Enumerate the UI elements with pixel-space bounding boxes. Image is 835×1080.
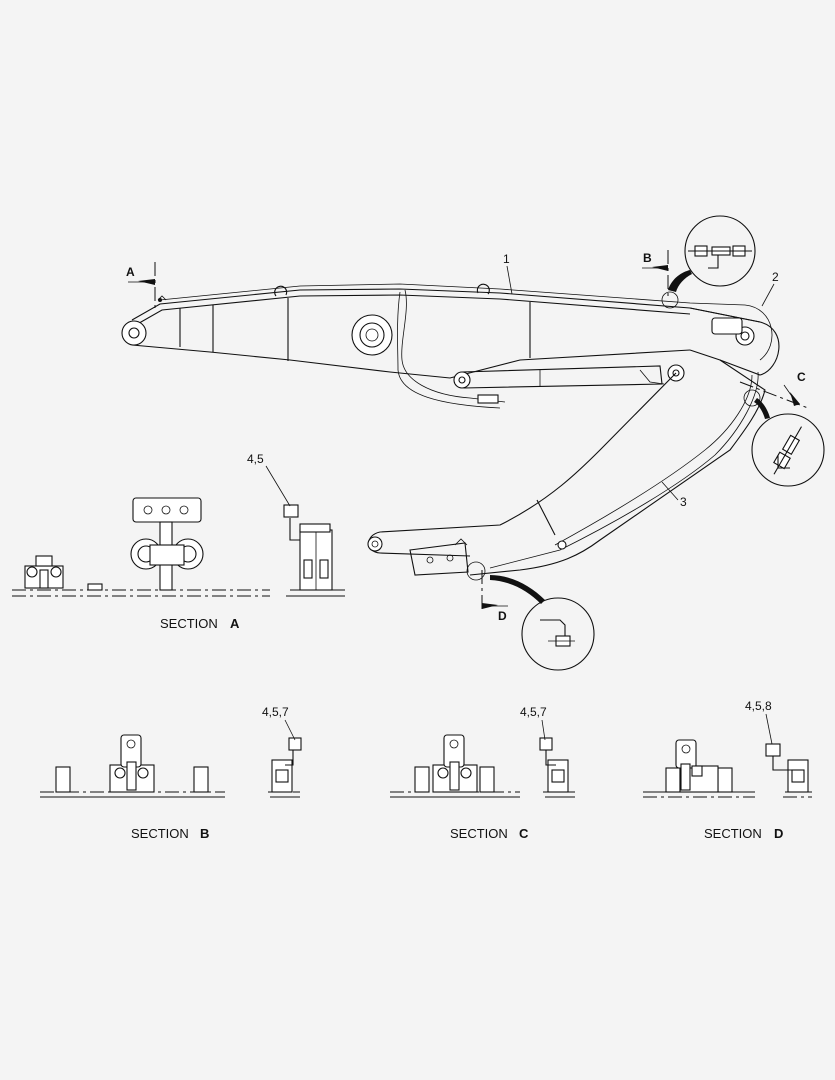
cut-label-d: D <box>498 609 507 623</box>
section-a-callout: 4,5 <box>247 452 264 466</box>
cut-marker-d: D <box>481 570 508 623</box>
section-d-letter: D <box>774 826 783 841</box>
section-c-callout: 4,5,7 <box>520 705 547 719</box>
cut-label-a: A <box>126 265 135 279</box>
callout-3: 3 <box>680 495 687 509</box>
section-d: 4,5,8 SECTION D <box>643 699 812 841</box>
cut-marker-b: B <box>642 250 669 300</box>
cut-label-c: C <box>797 370 806 384</box>
section-d-word: SECTION <box>704 826 762 841</box>
cut-marker-c: C <box>739 370 809 409</box>
section-b-word: SECTION <box>131 826 189 841</box>
section-c: 4,5,7 SECTION C <box>390 705 575 841</box>
section-b: 4,5,7 SECTION B <box>40 705 302 841</box>
section-b-letter: B <box>200 826 209 841</box>
cut-marker-a: A <box>126 262 156 310</box>
detail-bubble-b <box>661 215 756 309</box>
section-c-word: SECTION <box>450 826 508 841</box>
section-c-letter: C <box>519 826 529 841</box>
section-b-callout: 4,5,7 <box>262 705 289 719</box>
boom-assembly <box>121 283 780 409</box>
callout-2: 2 <box>772 270 779 284</box>
section-a-letter: A <box>230 616 240 631</box>
cut-label-b: B <box>643 251 652 265</box>
detail-bubble-d <box>466 561 595 671</box>
part-callouts: 1 2 3 <box>503 252 779 509</box>
section-a-word: SECTION <box>160 616 218 631</box>
callout-1: 1 <box>503 252 510 266</box>
arm-assembly <box>367 359 766 576</box>
detail-bubble-c <box>743 389 825 487</box>
section-d-callout: 4,5,8 <box>745 699 772 713</box>
section-a: 4,5 SECTION A <box>12 452 345 631</box>
